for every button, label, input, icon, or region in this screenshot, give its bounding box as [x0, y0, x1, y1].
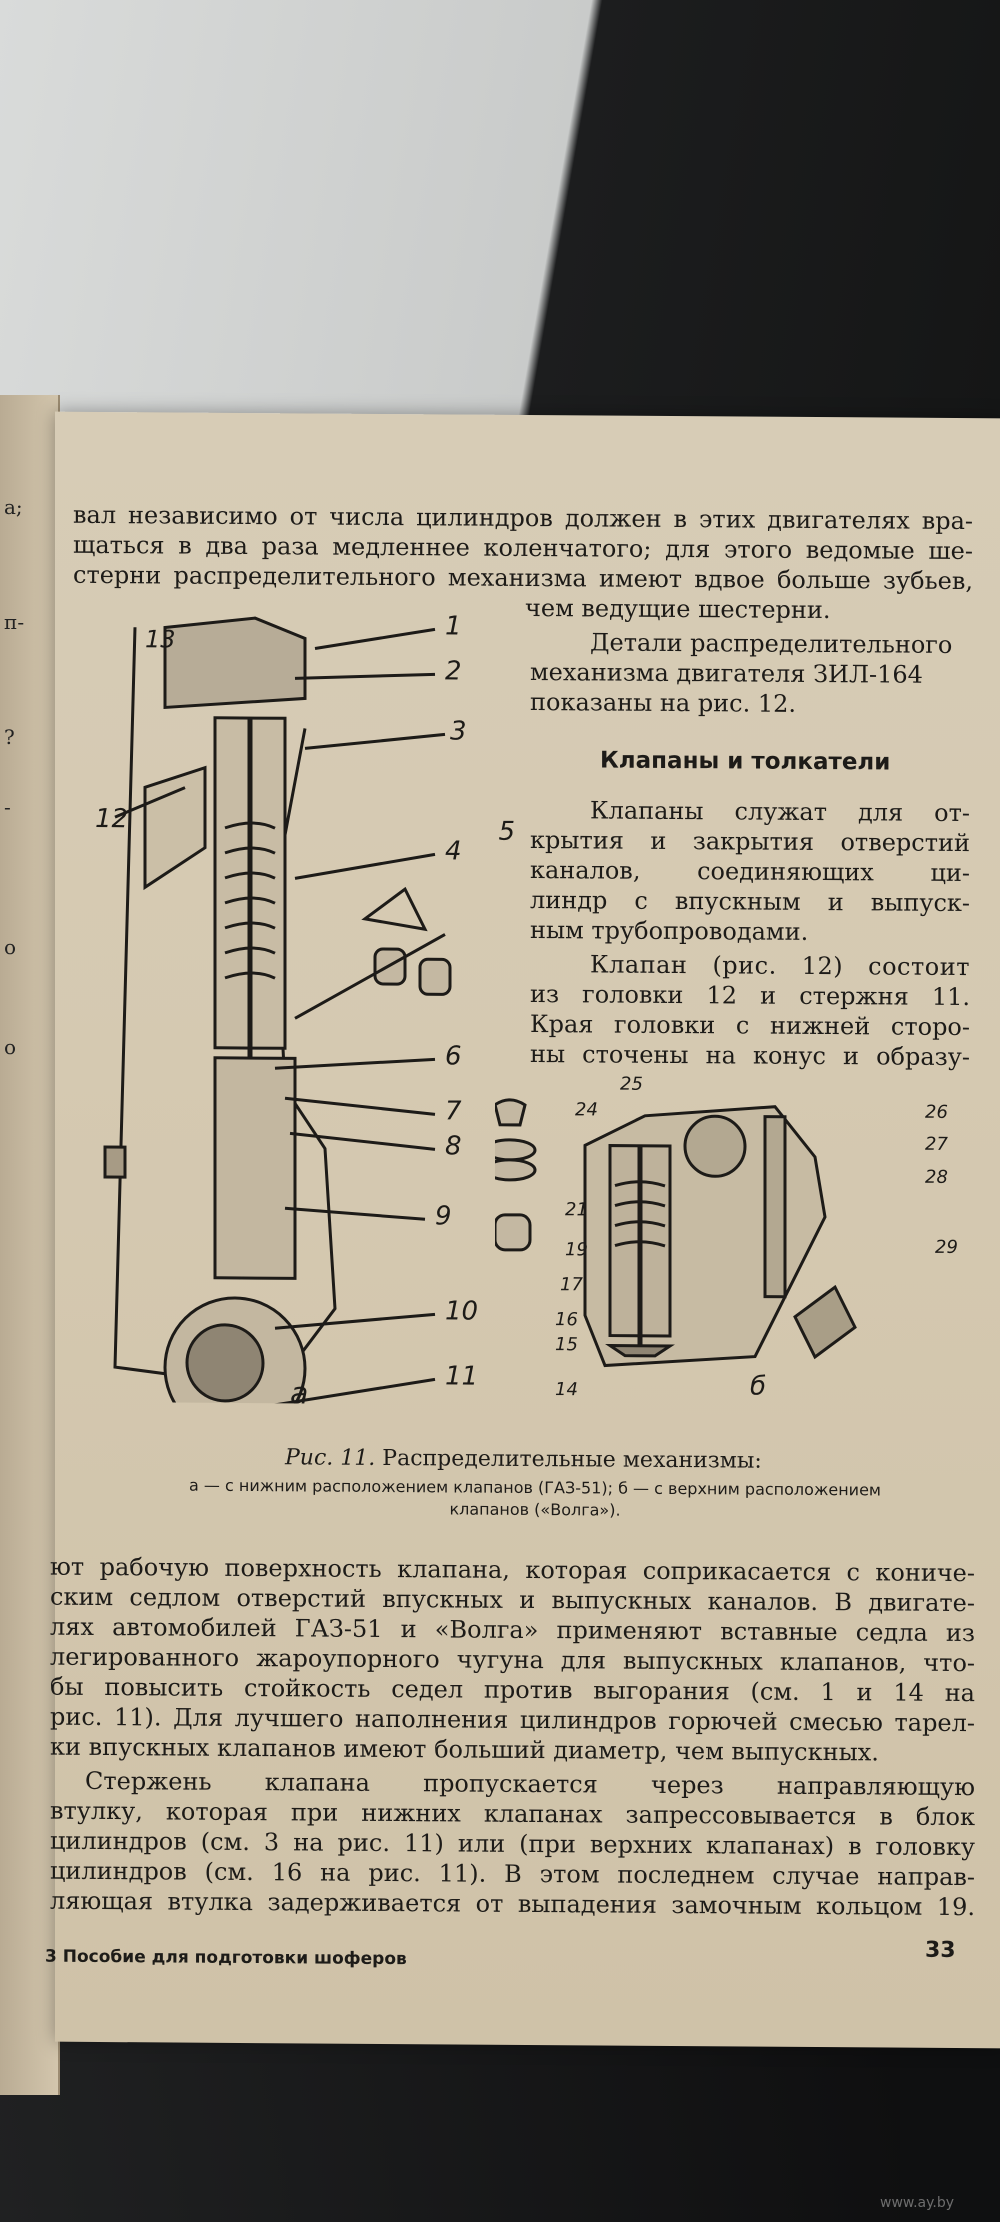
footer-title: 3 Пособие для подготовки шоферов [45, 1946, 407, 1970]
label-25: 25 [620, 1075, 643, 1095]
label-17: 17 [560, 1274, 583, 1295]
text-line: Клапан (рис. 12) состоит [590, 950, 970, 982]
watermark: www.ay.by [880, 2195, 955, 2211]
left-fragment: п- [4, 610, 25, 634]
label-28: 28 [925, 1167, 948, 1188]
label-9: 9 [435, 1201, 452, 1231]
section-heading: Клапаны и толкатели [600, 747, 891, 776]
label-8: 8 [445, 1131, 462, 1161]
figure-a-letter: а [290, 1376, 308, 1405]
left-fragment: ? [4, 725, 15, 749]
left-fragment: о [4, 1035, 17, 1059]
left-fragment: - [4, 795, 11, 819]
text-line: ны сточены на конус и образу- [530, 1040, 970, 1072]
text-line: крытия и закрытия отверстий [530, 826, 970, 858]
label-12: 12 [95, 804, 128, 834]
label-2: 2 [445, 656, 462, 686]
text-line: Края головки с нижней сторо- [530, 1010, 970, 1042]
background-bottom [0, 2040, 1000, 2222]
text-line: из головки 12 и стержня 11. [530, 980, 970, 1012]
text-line: ным трубопроводами. [530, 916, 809, 946]
label-11: 11 [445, 1361, 478, 1391]
label-1: 1 [445, 611, 462, 641]
book-page: вал независимо от числа цилиндров должен… [45, 411, 1000, 2049]
text-line: каналов, соединяющих ци- [530, 856, 970, 888]
left-fragment: а; [4, 495, 23, 519]
text-line: механизма двигателя ЗИЛ-164 [530, 658, 923, 689]
text-line: чем ведущие шестерни. [525, 593, 831, 625]
text-line: ки впускных клапанов имеют больший диаме… [50, 1732, 879, 1767]
left-fragment: о [4, 935, 17, 959]
figure-b-valve-mechanism: 25 24 26 27 28 23 22 21 20 19 29 18 17 1… [495, 1075, 958, 1399]
text-line: линдр с впускным и выпуск- [530, 886, 970, 918]
label-7: 7 [445, 1096, 462, 1126]
label-19: 19 [565, 1239, 588, 1260]
caption-prefix: Рис. 11. [285, 1445, 376, 1471]
label-13: 13 [145, 625, 176, 653]
figure-a-valve-mechanism: 13 1 2 3 12 4 5 6 7 8 9 10 11 а [95, 611, 515, 1405]
label-16: 16 [555, 1309, 578, 1330]
label-6: 6 [445, 1041, 462, 1071]
label-29: 29 [935, 1237, 958, 1258]
label-4: 4 [445, 836, 462, 866]
figure-b-letter: б [750, 1372, 766, 1399]
label-5: 5 [498, 817, 515, 847]
label-15: 15 [555, 1334, 578, 1355]
caption-title: Распределительные механизмы: [382, 1445, 762, 1474]
text-line: Детали распределительного [590, 628, 953, 659]
figure-caption: Рис. 11. Распределительные механизмы: [285, 1443, 762, 1476]
background-top [0, 0, 1000, 430]
label-26: 26 [925, 1102, 948, 1123]
page-number: 33 [925, 1937, 956, 1963]
text-line: Клапаны служат для от- [590, 796, 970, 828]
label-14: 14 [555, 1379, 578, 1398]
label-3: 3 [450, 716, 467, 746]
text-line: показаны на рис. 12. [530, 688, 797, 718]
label-21: 21 [565, 1199, 588, 1220]
text-line: ляющая втулка задерживается от выпадения… [50, 1886, 975, 1922]
label-24: 24 [575, 1099, 598, 1120]
label-27: 27 [925, 1134, 948, 1155]
label-10: 10 [445, 1296, 478, 1326]
